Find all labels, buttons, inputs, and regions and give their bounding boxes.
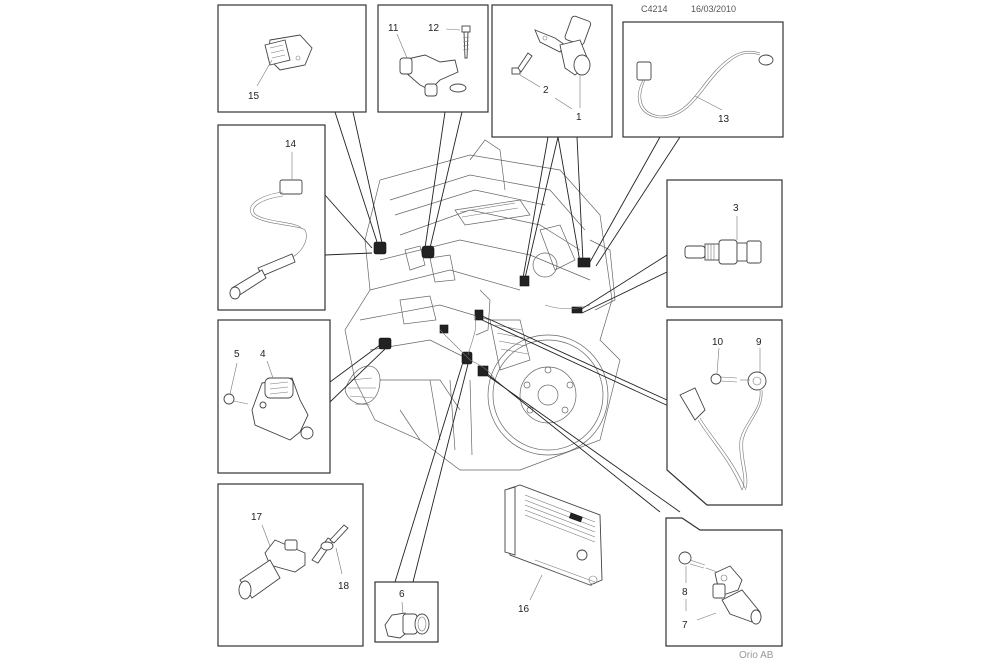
leader-lines [324, 111, 689, 583]
stud-18-icon [311, 524, 349, 564]
label-2: 2 [543, 85, 549, 96]
label-10: 10 [712, 337, 724, 348]
label-11: 11 [388, 23, 399, 34]
diagram-date: 16/03/2010 [691, 4, 737, 14]
knock-sensor-9-icon [679, 371, 767, 491]
callout-box-17-18: 17 18 [217, 483, 364, 647]
label-14: 14 [285, 139, 297, 150]
bolt-12-icon [461, 25, 471, 59]
position-sensor-17-icon [238, 539, 306, 600]
callout-box-7-8: 8 7 [665, 517, 783, 647]
callout-box-1-2: 2 1 [491, 4, 613, 138]
engine-control-module-16-icon [504, 484, 603, 587]
sensor-11-icon [399, 54, 467, 97]
label-9: 9 [756, 337, 762, 348]
sensor-connector-15-icon [264, 34, 313, 71]
callout-box-3: 3 [666, 179, 783, 308]
callout-box-15: 15 [217, 4, 367, 113]
label-17: 17 [251, 512, 263, 523]
callout-box-13: 13 [622, 21, 784, 138]
callout-box-6: 6 [374, 581, 439, 643]
label-18: 18 [338, 581, 350, 592]
label-5: 5 [234, 349, 240, 360]
engine-assembly [344, 139, 621, 471]
callout-16-ecm: 16 [504, 484, 603, 615]
label-6: 6 [399, 589, 405, 600]
diagram-code: C4214 [641, 4, 668, 14]
callout-box-14: 14 [217, 124, 326, 311]
pressure-switch-6-icon [384, 612, 430, 639]
crankshaft-sensor-7-icon [712, 565, 762, 625]
bolt-10-icon [710, 373, 750, 385]
label-7: 7 [682, 620, 688, 631]
callout-box-4-5: 5 4 [217, 319, 331, 474]
publisher-credit: Orio AB [739, 650, 774, 661]
oxygen-sensor-14-icon [229, 179, 307, 300]
label-8: 8 [682, 587, 688, 598]
bolt-5-icon [223, 393, 249, 405]
label-12: 12 [428, 23, 440, 34]
temperature-sensor-3-icon [684, 239, 762, 265]
label-15: 15 [248, 91, 260, 102]
oxygen-sensor-cable-13-icon [636, 50, 774, 119]
label-1: 1 [576, 112, 582, 123]
callout-box-11-12: 11 12 [377, 4, 489, 113]
camshaft-sensor-1-icon [534, 15, 592, 76]
label-16: 16 [518, 604, 530, 615]
sensor-module-4-icon [251, 377, 314, 441]
bolt-2-icon [511, 52, 533, 75]
label-4: 4 [260, 349, 266, 360]
label-13: 13 [718, 114, 730, 125]
label-3: 3 [733, 203, 739, 214]
callout-box-9-10: 10 9 [666, 319, 783, 506]
